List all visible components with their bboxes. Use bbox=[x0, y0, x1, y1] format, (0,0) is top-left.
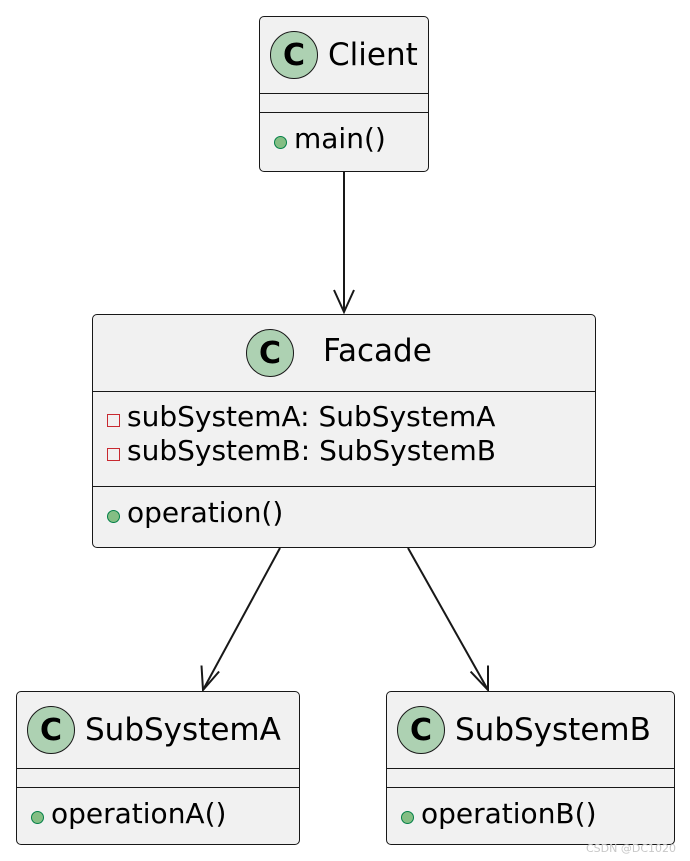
arrowhead-subsystem-a bbox=[200, 665, 220, 693]
class-name: Facade bbox=[323, 333, 432, 369]
class-client[interactable]: C Client main() bbox=[259, 16, 429, 172]
class-header: C SubSystemA bbox=[17, 692, 299, 769]
watermark: CSDN @DC1020 bbox=[585, 842, 676, 855]
attributes-section: subSystemA: SubSystemA subSystemB: SubSy… bbox=[93, 392, 595, 487]
arrow-facade-to-subsystem-b bbox=[407, 547, 489, 691]
methods-section: operationA() bbox=[17, 788, 299, 833]
public-visibility-icon bbox=[401, 811, 414, 824]
attribute-text: subSystemB: SubSystemB bbox=[127, 434, 496, 467]
method-signature: operation() bbox=[127, 496, 284, 529]
arrow-facade-to-subsystem-a bbox=[202, 547, 281, 691]
methods-section: operationB() bbox=[387, 788, 674, 833]
method-signature: main() bbox=[294, 122, 386, 155]
attribute-subsystem-a: subSystemA: SubSystemA bbox=[93, 400, 595, 436]
method-operation-b: operationB() bbox=[387, 797, 674, 833]
class-badge-icon: C bbox=[27, 706, 75, 754]
public-visibility-icon bbox=[31, 811, 44, 824]
method-signature: operationA() bbox=[51, 797, 227, 830]
methods-section: main() bbox=[260, 113, 428, 158]
class-badge-icon: C bbox=[270, 31, 318, 79]
class-name: SubSystemB bbox=[455, 712, 651, 748]
class-facade[interactable]: C Facade subSystemA: SubSystemA subSyste… bbox=[92, 314, 596, 548]
attribute-subsystem-b: subSystemB: SubSystemB bbox=[93, 434, 595, 470]
method-signature: operationB() bbox=[421, 797, 597, 830]
class-badge-icon: C bbox=[246, 329, 294, 377]
arrowhead-facade bbox=[333, 289, 355, 315]
private-visibility-icon bbox=[107, 414, 120, 427]
class-subsystem-b[interactable]: C SubSystemB operationB() bbox=[386, 691, 675, 845]
attributes-section bbox=[387, 769, 674, 788]
methods-section: operation() bbox=[93, 487, 595, 532]
class-header: C Client bbox=[260, 17, 428, 94]
attributes-section bbox=[260, 94, 428, 113]
class-badge-icon: C bbox=[397, 706, 445, 754]
class-header: C Facade bbox=[93, 315, 595, 392]
arrowhead-subsystem-b bbox=[469, 665, 489, 693]
method-operation-a: operationA() bbox=[17, 797, 299, 833]
public-visibility-icon bbox=[274, 136, 287, 149]
class-name: SubSystemA bbox=[85, 712, 281, 748]
class-name: Client bbox=[328, 37, 418, 73]
attributes-section bbox=[17, 769, 299, 788]
public-visibility-icon bbox=[107, 510, 120, 523]
attribute-text: subSystemA: SubSystemA bbox=[127, 400, 496, 433]
private-visibility-icon bbox=[107, 448, 120, 461]
class-subsystem-a[interactable]: C SubSystemA operationA() bbox=[16, 691, 300, 845]
method-main: main() bbox=[260, 122, 428, 158]
class-header: C SubSystemB bbox=[387, 692, 674, 769]
method-operation: operation() bbox=[93, 496, 595, 532]
